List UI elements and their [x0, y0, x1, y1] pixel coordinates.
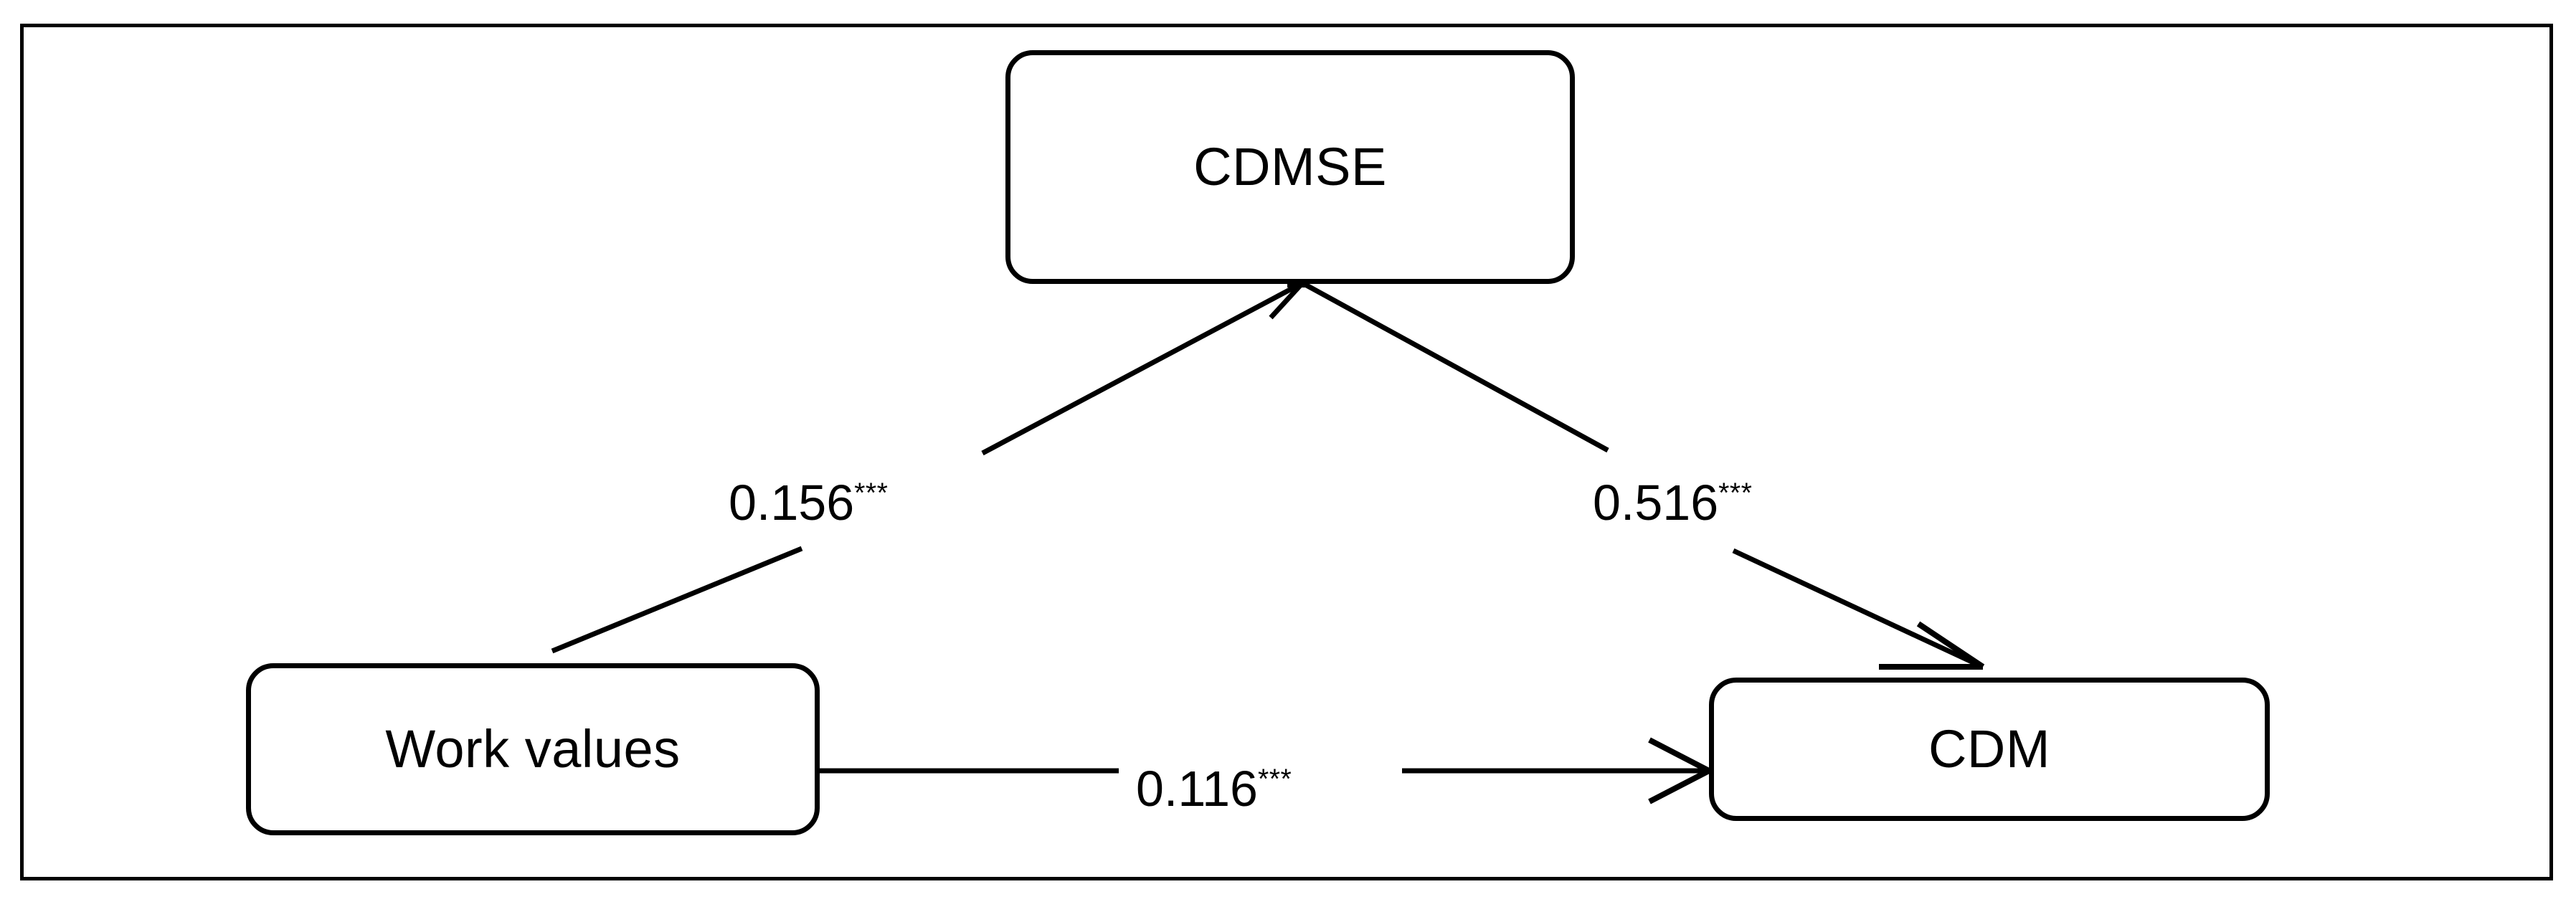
coefficient-value: 0.156 [729, 475, 855, 531]
node-work-values-label: Work values [385, 719, 681, 779]
edge-cdmse-cdm-lower [1732, 548, 1981, 668]
significance-stars: *** [1257, 764, 1292, 795]
arrowhead-into-cdmse [1269, 282, 1304, 320]
edge-label-work-values-to-cdmse: 0.156*** [724, 475, 893, 531]
edge-label-cdmse-to-cdm: 0.516*** [1588, 475, 1757, 531]
node-work-values[interactable]: Work values [246, 663, 820, 835]
diagram-outer-frame [20, 24, 2553, 880]
edge-wv-cdmse-upper [981, 282, 1299, 456]
edge-wv-cdmse-lower [551, 546, 803, 654]
arrowhead-into-cdm-top [1879, 621, 1985, 670]
node-cdm-label: CDM [1928, 719, 2051, 779]
significance-stars: *** [1718, 478, 1753, 509]
significance-stars: *** [854, 478, 889, 509]
node-cdm[interactable]: CDM [1709, 678, 2270, 821]
node-cdmse[interactable]: CDMSE [1005, 50, 1575, 284]
coefficient-value: 0.116 [1136, 761, 1258, 817]
coefficient-value: 0.516 [1593, 475, 1719, 531]
edge-label-work-values-to-cdm: 0.116*** [1132, 761, 1297, 817]
node-cdmse-label: CDMSE [1193, 137, 1387, 196]
edge-cdmse-cdm-upper [1305, 282, 1609, 453]
